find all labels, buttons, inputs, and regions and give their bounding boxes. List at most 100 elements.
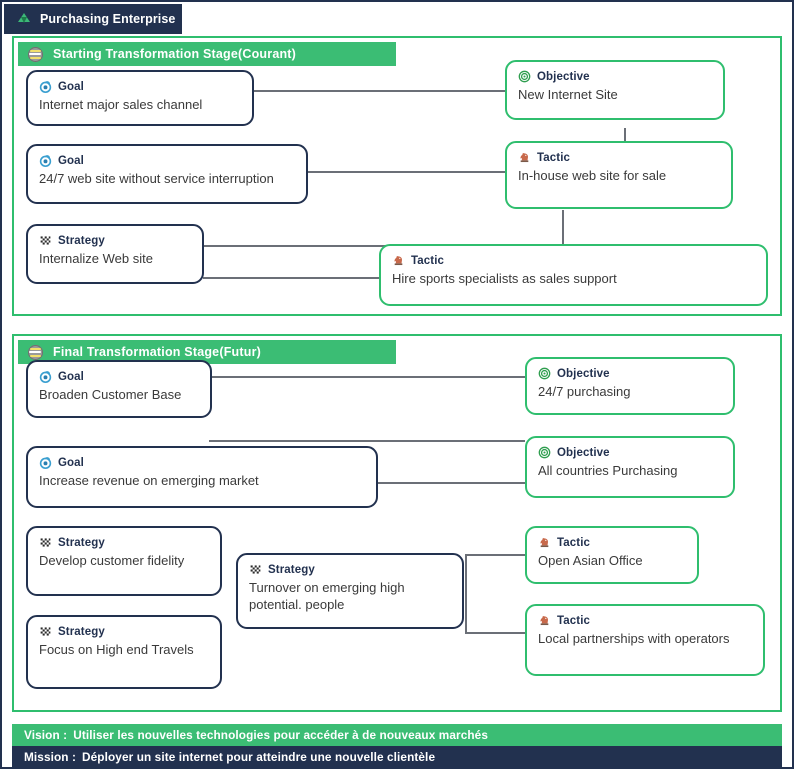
card-head: Tactic: [392, 254, 755, 267]
card-head: Tactic: [538, 536, 686, 549]
card-head: Objective: [538, 446, 722, 459]
tactic-icon: [520, 153, 529, 163]
card-head: Objective: [538, 367, 722, 380]
goal-icon: [39, 371, 52, 383]
card-type-label: Strategy: [58, 625, 105, 638]
card-goal-internet-major[interactable]: Goal Internet major sales channel: [26, 70, 254, 126]
card-head: Goal: [39, 456, 365, 469]
strategy-icon: [40, 236, 51, 245]
card-head: Goal: [39, 80, 241, 93]
card-tactic-hire-sports-specialists[interactable]: Tactic Hire sports specialists as sales …: [379, 244, 768, 306]
objective-icon: [538, 367, 551, 380]
card-head: Goal: [39, 370, 199, 383]
card-text: All countries Purchasing: [538, 463, 678, 478]
stage-section-starting: Starting Transformation Stage(Courant) G…: [12, 36, 782, 316]
goal-icon: [39, 81, 52, 93]
tactic-icon: [540, 538, 549, 548]
vision-text: Utiliser les nouvelles technologies pour…: [73, 728, 489, 742]
card-text: Broaden Customer Base: [39, 387, 182, 402]
card-strategy-turnover-emerging[interactable]: Strategy Turnover on emerging high poten…: [236, 553, 464, 629]
objective-icon: [538, 446, 551, 459]
card-strategy-develop-customer-fidelity[interactable]: Strategy Develop customer fidelity: [26, 526, 222, 596]
stage-badge-icon: [28, 46, 43, 62]
strategy-icon: [40, 538, 51, 547]
card-text: 24/7 purchasing: [538, 384, 631, 399]
card-objective-all-countries-purchasing[interactable]: Objective All countries Purchasing: [525, 436, 735, 498]
card-head: Strategy: [249, 563, 451, 576]
card-tactic-inhouse-website[interactable]: Tactic In-house web site for sale: [505, 141, 733, 209]
card-head: Tactic: [518, 151, 720, 164]
connector-strategy-turnover-tactic-asian: [465, 554, 525, 556]
card-head: Objective: [518, 70, 712, 83]
card-type-label: Goal: [58, 80, 84, 93]
goal-icon: [39, 457, 52, 469]
strategy-icon: [250, 565, 261, 574]
card-type-label: Tactic: [557, 536, 590, 549]
connector-strategy-tactic2: [203, 277, 379, 279]
card-text: 24/7 web site without service interrupti…: [39, 171, 274, 186]
tactic-icon: [540, 616, 549, 626]
card-text: In-house web site for sale: [518, 168, 667, 183]
connector-goal-broaden-objective-all: [209, 440, 525, 442]
connector-tactic-down: [562, 210, 564, 246]
card-type-label: Goal: [58, 370, 84, 383]
stage-label: Final Transformation Stage(Futur): [53, 345, 261, 359]
card-tactic-open-asian-office[interactable]: Tactic Open Asian Office: [525, 526, 699, 584]
stage-badge-icon: [28, 344, 43, 360]
strategy-icon: [40, 627, 51, 636]
goal-icon: [39, 155, 52, 167]
card-type-label: Objective: [557, 367, 610, 380]
card-head: Strategy: [39, 234, 191, 247]
card-text: Local partnerships with operators: [538, 631, 730, 646]
card-text: New Internet Site: [518, 87, 618, 102]
card-type-label: Goal: [58, 154, 84, 167]
card-text: Increase revenue on emerging market: [39, 473, 259, 488]
card-text: Develop customer fidelity: [39, 553, 185, 568]
card-text: Hire sports specialists as sales support: [392, 271, 617, 286]
card-type-label: Strategy: [268, 563, 315, 576]
connector-strategy-turnover-spine: [465, 554, 467, 633]
card-type-label: Tactic: [557, 614, 590, 627]
card-text: Internalize Web site: [39, 251, 153, 266]
card-objective-new-internet-site[interactable]: Objective New Internet Site: [505, 60, 725, 120]
connector-goal-increase-objective-all: [375, 482, 525, 484]
stage-label: Starting Transformation Stage(Courant): [53, 47, 297, 61]
vision-bar: Vision : Utiliser les nouvelles technolo…: [12, 724, 782, 746]
card-type-label: Goal: [58, 456, 84, 469]
vision-label: Vision :: [24, 728, 68, 742]
connector-goal1-objective: [253, 90, 505, 92]
card-head: Goal: [39, 154, 295, 167]
page-title: Purchasing Enterprise: [40, 12, 176, 26]
stage-header-starting[interactable]: Starting Transformation Stage(Courant): [18, 42, 396, 66]
card-text: Internet major sales channel: [39, 97, 203, 112]
card-goal-247-website[interactable]: Goal 24/7 web site without service inter…: [26, 144, 308, 204]
card-head: Tactic: [538, 614, 752, 627]
card-type-label: Strategy: [58, 234, 105, 247]
card-text: Open Asian Office: [538, 553, 643, 568]
card-goal-broaden-customer-base[interactable]: Goal Broaden Customer Base: [26, 360, 212, 418]
card-strategy-internalize-web[interactable]: Strategy Internalize Web site: [26, 224, 204, 284]
tactic-icon: [394, 256, 403, 266]
card-type-label: Tactic: [411, 254, 444, 267]
window-title-tab[interactable]: Purchasing Enterprise: [4, 4, 182, 34]
card-strategy-focus-high-end-travels[interactable]: Strategy Focus on High end Travels: [26, 615, 222, 689]
card-type-label: Objective: [557, 446, 610, 459]
mission-text: Déployer un site internet pour atteindre…: [82, 750, 436, 764]
card-type-label: Tactic: [537, 151, 570, 164]
stage-header-final[interactable]: Final Transformation Stage(Futur): [18, 340, 396, 364]
card-head: Strategy: [39, 625, 209, 638]
card-text: Focus on High end Travels: [39, 642, 194, 657]
card-goal-increase-revenue[interactable]: Goal Increase revenue on emerging market: [26, 446, 378, 508]
card-head: Strategy: [39, 536, 209, 549]
card-objective-247-purchasing[interactable]: Objective 24/7 purchasing: [525, 357, 735, 415]
connector-goal-broaden-objective247: [209, 376, 525, 378]
stage-section-final: Final Transformation Stage(Futur) Goal B…: [12, 334, 782, 712]
triangle-logo-icon: [18, 12, 31, 26]
card-tactic-local-partnerships[interactable]: Tactic Local partnerships with operators: [525, 604, 765, 676]
card-type-label: Objective: [537, 70, 590, 83]
mission-bar: Mission : Déployer un site internet pour…: [12, 746, 782, 767]
objective-icon: [518, 70, 531, 83]
card-type-label: Strategy: [58, 536, 105, 549]
connector-strategy-turnover-tactic-local: [465, 632, 525, 634]
